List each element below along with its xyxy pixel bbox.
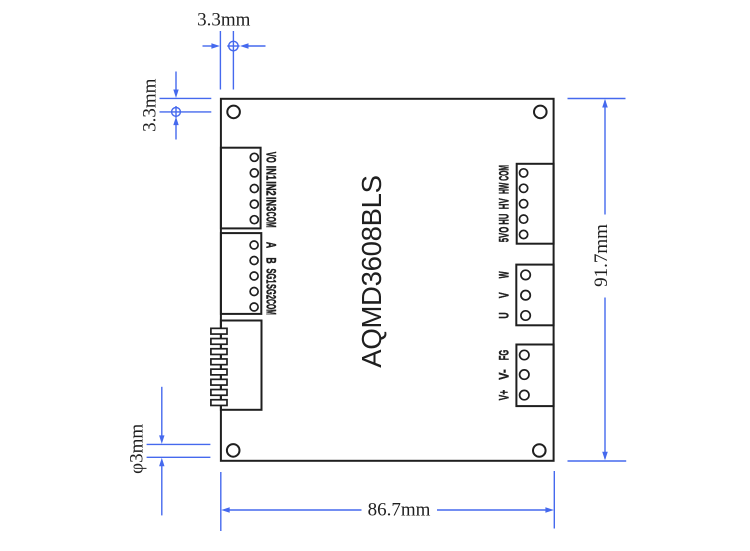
- dim-arrowhead-up: [173, 116, 179, 126]
- board: AQMD3608BLS: [219, 97, 555, 462]
- connector-io-body: [219, 146, 262, 230]
- pin-label-hu: HU: [496, 214, 511, 225]
- connector-io-pin-5: [249, 214, 260, 225]
- connector-hall-pin-2: [518, 183, 529, 194]
- connector-signal-pin-2: [249, 255, 259, 266]
- header-pin-8: [210, 398, 228, 407]
- connector-signal-pin-5: [249, 302, 259, 312]
- pin-label-in1: IN1: [263, 166, 278, 181]
- pin-label-v: V: [496, 292, 511, 298]
- connector-power-pin-1: [518, 349, 530, 361]
- header-pin-5: [210, 368, 228, 376]
- header-pin-7: [210, 388, 228, 397]
- pin-label-vo: VO: [263, 152, 278, 163]
- connector-power: FG V- V+: [496, 343, 555, 408]
- pin-label-u: U: [496, 312, 511, 318]
- pin-label-hw: HW: [496, 182, 511, 194]
- dim-board-width-label: 86.7mm: [368, 499, 431, 520]
- mounting-hole-bottom-left: [225, 443, 241, 458]
- mounting-hole-top-right: [533, 104, 548, 120]
- connector-signal-pin-1: [249, 240, 259, 250]
- connector-power-pin-2: [518, 369, 530, 381]
- dim-arrowhead-down: [602, 451, 608, 461]
- mounting-hole-bottom-right: [532, 443, 547, 458]
- pin-label-com-signal: COM: [263, 299, 278, 315]
- connector-io-pin-1: [249, 152, 260, 163]
- dim-hole-offset-x-label: 3.3mm: [197, 10, 251, 31]
- dim-hole-diameter: φ3mm: [127, 386, 211, 516]
- pin-label-in3: IN3: [263, 197, 278, 212]
- header-pin-6: [210, 378, 228, 386]
- pin-label-in2: IN2: [263, 181, 278, 196]
- dim-hole-offset-y: 3.3mm: [139, 71, 212, 140]
- dim-arrowhead-up: [602, 99, 608, 108]
- dim-hole-diameter-label: φ3mm: [127, 424, 148, 474]
- pin-label-5vo: 5VO: [496, 227, 511, 243]
- dim-arrowhead-left: [240, 43, 249, 49]
- pin-label-com-io: COM: [263, 212, 278, 228]
- connector-motor-pin-2: [520, 289, 532, 301]
- connector-header: [210, 319, 263, 411]
- pin-label-fg: FG: [496, 350, 511, 361]
- pin-label-w: W: [496, 271, 511, 278]
- connector-hall-pin-3: [518, 198, 529, 209]
- header-pin-1: [210, 327, 228, 335]
- dim-arrowhead-up: [159, 457, 165, 467]
- connector-signal: A B SG1 SG2 COM: [219, 232, 279, 315]
- dim-board-width: 86.7mm: [220, 471, 555, 531]
- dim-board-height-label: 91.7mm: [591, 224, 612, 287]
- connector-motor-pin-3: [520, 309, 532, 322]
- pin-label-com-hall: COM: [496, 165, 511, 181]
- board-title: AQMD3608BLS: [356, 175, 387, 367]
- connector-motor-body: [515, 263, 555, 327]
- connector-signal-pin-4: [249, 286, 259, 297]
- connector-io-pin-3: [249, 183, 260, 194]
- connector-signal-body: [219, 232, 263, 315]
- dim-hole-offset-x: 3.3mm: [197, 10, 266, 90]
- connector-hall-pin-4: [518, 214, 529, 225]
- header-pin-3: [210, 347, 228, 356]
- connector-hall-pin-1: [518, 167, 529, 178]
- connector-power-pin-3: [518, 389, 530, 401]
- pin-label-v-minus: V-: [496, 369, 511, 380]
- pin-label-v-plus: V+: [496, 390, 511, 401]
- connector-signal-pin-3: [249, 271, 259, 281]
- connector-hall-body: [515, 162, 555, 245]
- dim-arrowhead-down: [159, 435, 165, 444]
- connector-io: VO IN1 IN2 IN3 COM: [219, 146, 279, 230]
- dim-hole-offset-y-label: 3.3mm: [139, 78, 160, 132]
- connector-hall-pin-5: [518, 229, 529, 240]
- header-pin-2: [210, 337, 228, 346]
- dim-arrowhead-right: [545, 507, 554, 513]
- dim-board-height: 91.7mm: [567, 97, 627, 462]
- dim-arrowhead-left: [221, 507, 230, 513]
- pin-label-sg2: SG2: [263, 284, 278, 299]
- dim-arrowhead-right: [211, 43, 220, 49]
- connector-io-pin-2: [249, 168, 260, 178]
- pin-label-a: A: [263, 242, 278, 248]
- connector-io-pin-4: [249, 199, 260, 209]
- dim-arrowhead-down: [173, 89, 179, 98]
- connector-motor-pin-1: [520, 269, 532, 281]
- connector-motor: W V U: [496, 263, 555, 327]
- connector-hall: COM HW HV HU 5VO: [496, 162, 555, 245]
- pin-label-sg1: SG1: [263, 269, 278, 284]
- pin-label-b: B: [263, 257, 278, 263]
- mounting-hole-top-left: [226, 104, 241, 120]
- header-pin-4: [210, 358, 228, 366]
- pin-label-hv: HV: [496, 198, 511, 209]
- connector-power-body: [515, 343, 555, 408]
